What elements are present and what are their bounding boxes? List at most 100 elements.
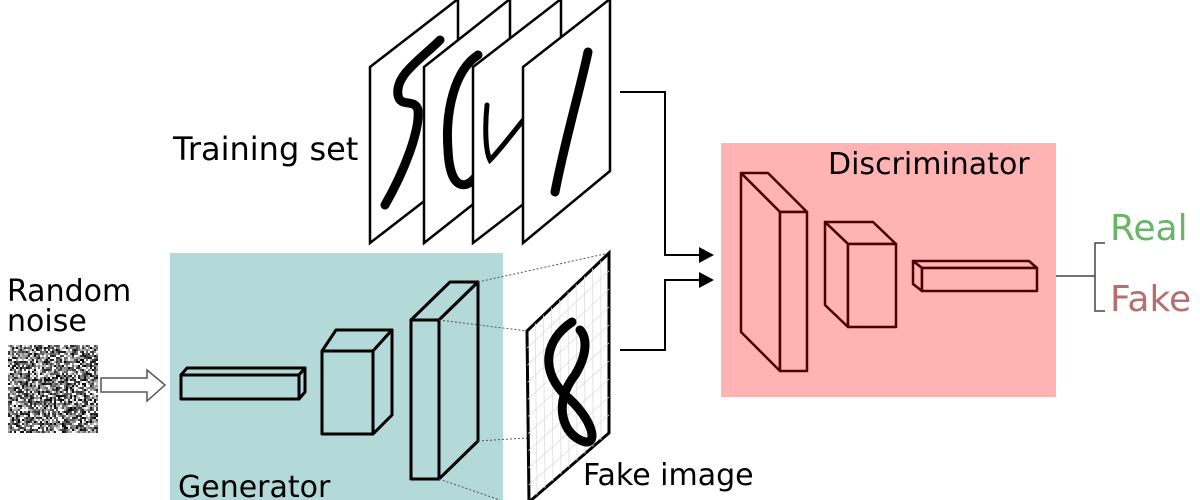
noise-pixel bbox=[92, 353, 94, 355]
noise-pixel bbox=[20, 403, 22, 405]
noise-pixel bbox=[58, 427, 60, 429]
noise-pixel bbox=[48, 357, 50, 359]
noise-pixel bbox=[90, 351, 92, 353]
noise-pixel bbox=[36, 359, 38, 361]
noise-pixel bbox=[42, 407, 44, 409]
noise-pixel bbox=[84, 413, 86, 415]
noise-pixel bbox=[28, 429, 30, 431]
noise-pixel bbox=[10, 391, 12, 393]
noise-pixel bbox=[34, 353, 36, 355]
noise-pixel bbox=[28, 401, 30, 403]
noise-pixel bbox=[24, 355, 26, 357]
noise-pixel bbox=[38, 423, 40, 425]
noise-pixel bbox=[30, 353, 32, 355]
noise-pixel bbox=[32, 349, 34, 351]
noise-pixel bbox=[56, 345, 58, 347]
noise-pixel bbox=[24, 401, 26, 403]
noise-pixel bbox=[84, 409, 86, 411]
noise-pixel bbox=[50, 407, 52, 409]
noise-pixel bbox=[40, 385, 42, 387]
noise-pixel bbox=[58, 389, 60, 391]
noise-pixel bbox=[78, 365, 80, 367]
noise-pixel bbox=[38, 417, 40, 419]
noise-pixel bbox=[52, 423, 54, 425]
noise-pixel bbox=[40, 421, 42, 423]
noise-pixel bbox=[8, 357, 10, 359]
noise-pixel bbox=[62, 415, 64, 417]
noise-pixel bbox=[38, 401, 40, 403]
noise-pixel bbox=[86, 405, 88, 407]
noise-pixel bbox=[80, 403, 82, 405]
noise-pixel bbox=[14, 387, 16, 389]
real-data-arrow bbox=[620, 91, 700, 351]
noise-pixel bbox=[10, 349, 12, 351]
noise-pixel bbox=[60, 407, 62, 409]
noise-pixel bbox=[70, 421, 72, 423]
noise-pixel bbox=[22, 375, 24, 377]
noise-pixel bbox=[20, 401, 22, 403]
noise-pixel bbox=[76, 419, 78, 421]
noise-pixel bbox=[60, 379, 62, 381]
noise-pixel bbox=[84, 355, 86, 357]
noise-pixel bbox=[54, 417, 56, 419]
noise-pixel bbox=[42, 429, 44, 431]
noise-pixel bbox=[92, 349, 94, 351]
noise-pixel bbox=[34, 417, 36, 419]
noise-pixel bbox=[90, 373, 92, 375]
noise-pixel bbox=[14, 383, 16, 385]
noise-pixel bbox=[36, 397, 38, 399]
noise-pixel bbox=[46, 387, 48, 389]
noise-pixel bbox=[52, 387, 54, 389]
noise-pixel bbox=[54, 383, 56, 385]
noise-pixel bbox=[62, 377, 64, 379]
noise-pixel bbox=[50, 383, 52, 385]
noise-pixel bbox=[32, 417, 34, 419]
noise-pixel bbox=[46, 405, 48, 407]
noise-pixel bbox=[48, 345, 50, 347]
noise-pixel bbox=[16, 423, 18, 425]
noise-pixel bbox=[44, 411, 46, 413]
noise-pixel bbox=[34, 389, 36, 391]
noise-pixel bbox=[18, 357, 20, 359]
noise-pixel bbox=[66, 421, 68, 423]
noise-pixel bbox=[82, 373, 84, 375]
noise-pixel bbox=[96, 385, 98, 387]
noise-pixel bbox=[50, 355, 52, 357]
noise-pixel bbox=[52, 389, 54, 391]
noise-pixel bbox=[84, 371, 86, 373]
noise-pixel bbox=[24, 375, 26, 377]
noise-pixel bbox=[66, 395, 68, 397]
noise-pixel bbox=[66, 353, 68, 355]
noise-pixel bbox=[62, 413, 64, 415]
noise-pixel bbox=[58, 359, 60, 361]
noise-pixel bbox=[74, 371, 76, 373]
noise-pixel bbox=[60, 375, 62, 377]
noise-pixel bbox=[84, 393, 86, 395]
noise-pixel bbox=[84, 411, 86, 413]
noise-pixel bbox=[12, 385, 14, 387]
noise-pixel bbox=[38, 349, 40, 351]
noise-pixel bbox=[82, 345, 84, 347]
noise-pixel bbox=[26, 355, 28, 357]
generator-label: Generator bbox=[178, 470, 331, 500]
noise-pixel bbox=[32, 365, 34, 367]
noise-pixel bbox=[8, 387, 10, 389]
noise-pixel bbox=[20, 425, 22, 427]
noise-pixel bbox=[48, 373, 50, 375]
noise-pixel bbox=[22, 347, 24, 349]
noise-pixel bbox=[64, 411, 66, 413]
noise-pixel bbox=[40, 369, 42, 371]
noise-pixel bbox=[12, 427, 14, 429]
noise-pixel bbox=[22, 423, 24, 425]
noise-pixel bbox=[60, 351, 62, 353]
noise-pixel bbox=[92, 417, 94, 419]
noise-pixel bbox=[58, 393, 60, 395]
noise-pixel bbox=[30, 367, 32, 369]
noise-pixel bbox=[74, 429, 76, 431]
noise-pixel bbox=[38, 383, 40, 385]
noise-pixel bbox=[28, 395, 30, 397]
noise-pixel bbox=[12, 413, 14, 415]
noise-pixel bbox=[74, 399, 76, 401]
noise-pixel bbox=[66, 405, 68, 407]
noise-pixel bbox=[30, 409, 32, 411]
